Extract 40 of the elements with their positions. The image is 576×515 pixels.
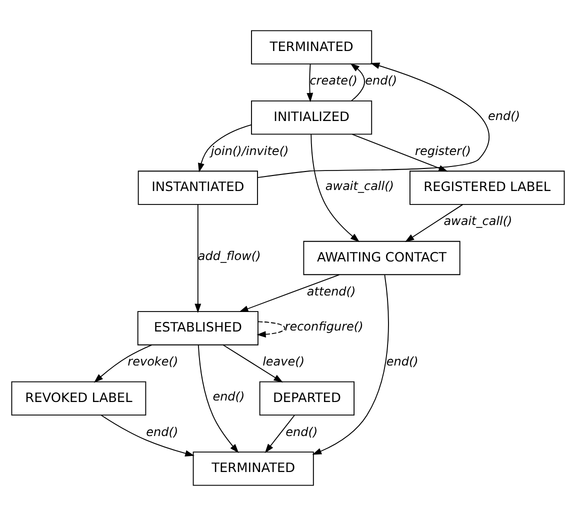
edge-label: register()	[415, 143, 471, 158]
edge-label: end()	[286, 424, 318, 438]
edge-label: await_call()	[325, 178, 394, 192]
node-box: TERMINATED	[192, 451, 314, 486]
arrow	[194, 204, 202, 312]
edge-label: reconfigure()	[284, 318, 364, 333]
arrow	[198, 344, 239, 453]
arrow	[312, 274, 389, 454]
arrow	[94, 344, 152, 382]
edge-label: end()	[365, 73, 398, 88]
arrow	[257, 62, 490, 178]
edge-label: attend()	[306, 284, 356, 298]
node-box: ESTABLISHED	[137, 310, 258, 345]
edge-label: end()	[212, 389, 245, 404]
arrow	[404, 204, 464, 242]
edge-label: revoke()	[128, 354, 178, 368]
arrow	[256, 320, 286, 338]
arrow	[239, 274, 340, 312]
node-box: REVOKED LABEL	[11, 380, 146, 416]
arrow	[198, 124, 252, 172]
edge-label: await_call()	[444, 214, 512, 228]
arrow	[310, 133, 360, 242]
edge-label: end()	[146, 424, 178, 438]
edge-label: leave()	[262, 354, 305, 368]
node-box: REGISTERED LABEL	[410, 170, 565, 204]
arrow	[264, 414, 295, 453]
node-box: TERMINATED	[251, 30, 372, 64]
node-box: INSTANTIATED	[138, 170, 258, 204]
edge-label: end()	[488, 108, 520, 122]
node-box: AWAITING CONTACT	[303, 240, 460, 275]
arrow	[100, 414, 194, 456]
edge-label: create()	[310, 73, 358, 88]
arrow	[306, 63, 314, 102]
arrow	[222, 344, 283, 382]
edge-label: join()/invite()	[210, 143, 289, 158]
node-box: INITIALIZED	[251, 100, 372, 134]
edge-label: end()	[386, 354, 418, 368]
node-box: DEPARTED	[259, 380, 355, 416]
arrow	[350, 62, 366, 101]
arrow	[352, 133, 448, 172]
